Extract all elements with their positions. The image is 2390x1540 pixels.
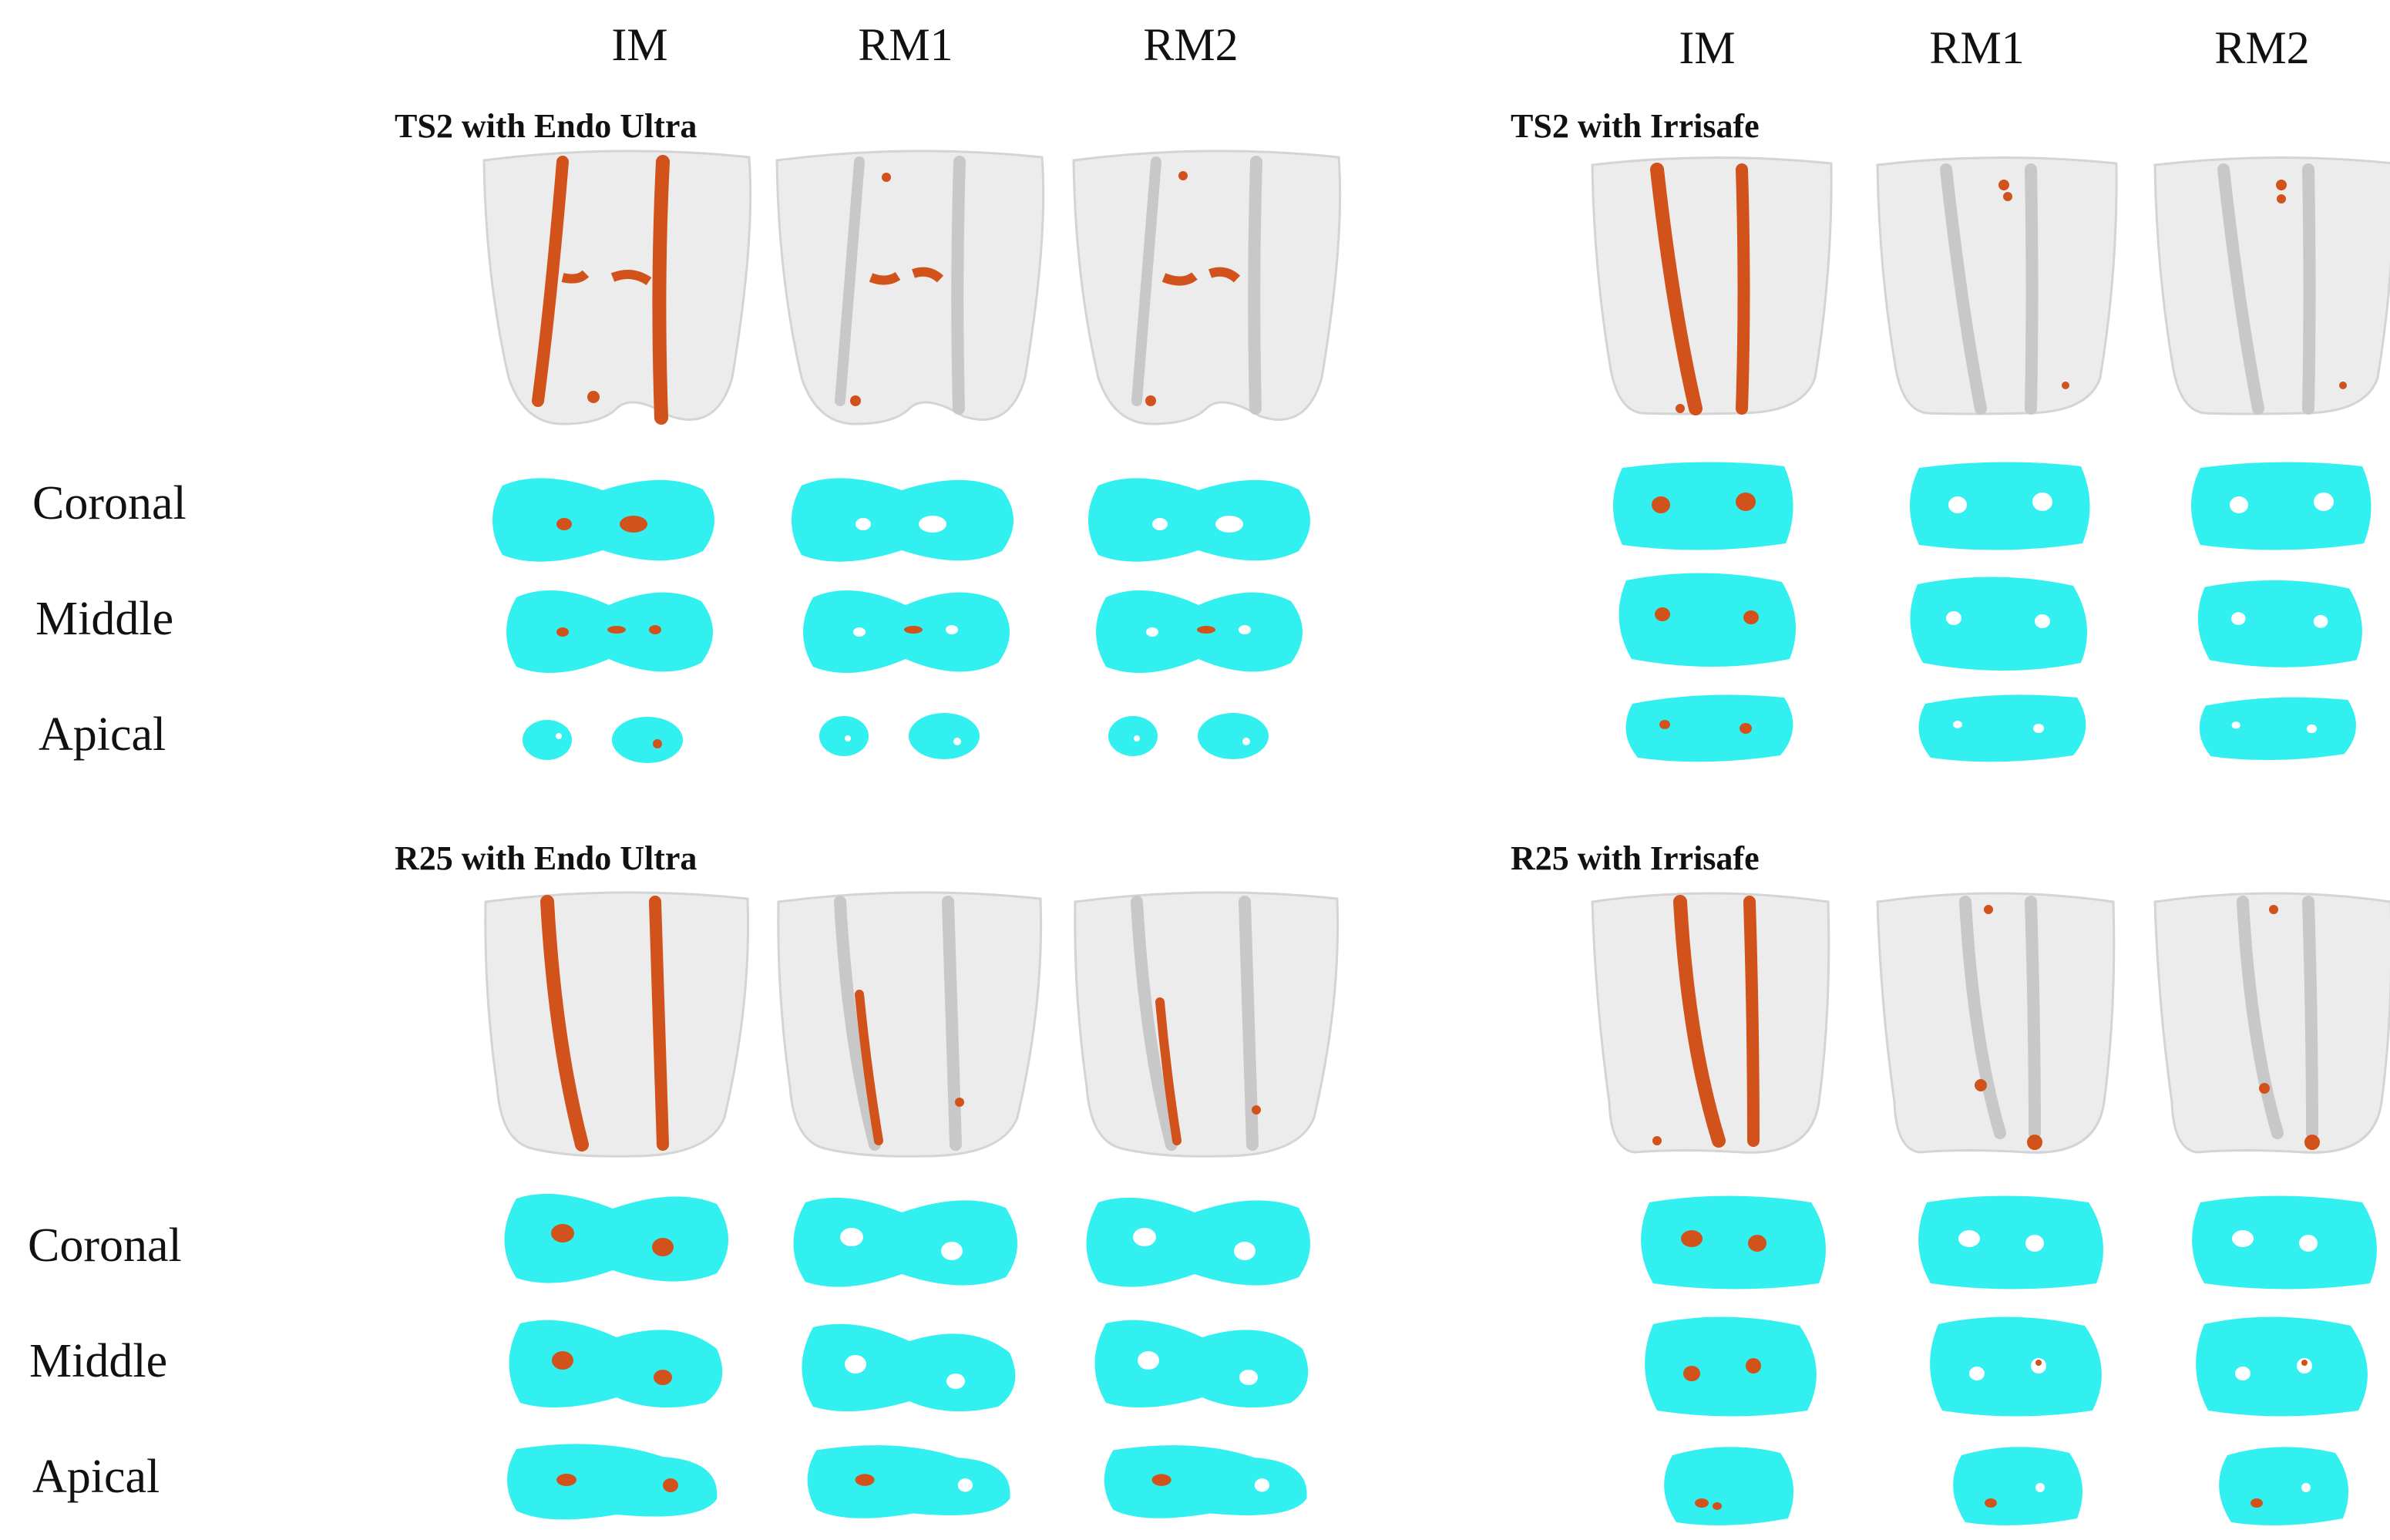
tooth-render-r25-endo-ultra-rm2	[1074, 891, 1340, 1158]
section-r25-endo-ultra-im-apical	[507, 1444, 718, 1520]
section-ts2-endo-ultra-rm1-middle	[803, 590, 1010, 673]
section-r25-endo-ultra-rm2-coronal	[1086, 1197, 1310, 1287]
section-r25-endo-ultra-rm1-coronal	[793, 1197, 1017, 1287]
panel-title-r25-irrisafe: R25 with Irrisafe	[1511, 839, 1760, 877]
section-ts2-irrisafe-rm1-middle	[1910, 577, 2087, 671]
section-r25-irrisafe-im-apical	[1664, 1447, 1794, 1525]
section-ts2-irrisafe-im-coronal	[1613, 462, 1793, 550]
section-r25-endo-ultra-rm1-apical	[807, 1445, 1010, 1518]
section-r25-irrisafe-rm2-coronal	[2192, 1195, 2377, 1289]
section-ts2-endo-ultra-im-coronal	[492, 478, 714, 562]
section-r25-endo-ultra-rm2-middle	[1094, 1320, 1309, 1408]
section-ts2-endo-ultra-rm2-middle	[1096, 590, 1303, 673]
section-r25-irrisafe-rm2-apical	[2219, 1447, 2349, 1525]
section-ts2-endo-ultra-im-apical	[523, 717, 683, 763]
section-ts2-irrisafe-rm1-coronal	[1910, 462, 2090, 550]
row-label-middle-top: Middle	[35, 593, 174, 645]
section-ts2-endo-ultra-im-middle	[506, 590, 713, 673]
section-r25-endo-ultra-im-middle	[509, 1320, 723, 1408]
section-r25-endo-ultra-rm2-apical	[1104, 1445, 1307, 1518]
column-header-right-rm1: RM1	[1929, 22, 2025, 73]
section-ts2-irrisafe-im-middle	[1619, 573, 1796, 667]
section-r25-endo-ultra-rm1-middle	[802, 1323, 1016, 1412]
tooth-render-ts2-irrisafe-rm2	[2153, 156, 2390, 415]
section-ts2-irrisafe-rm2-apical	[2199, 697, 2356, 761]
tooth-render-r25-irrisafe-im	[1591, 892, 1830, 1154]
section-ts2-irrisafe-rm1-apical	[1918, 694, 2086, 762]
tooth-render-ts2-endo-ultra-rm2	[1072, 150, 1342, 425]
section-r25-irrisafe-rm1-middle	[1930, 1316, 2102, 1417]
tooth-render-ts2-endo-ultra-im	[482, 150, 752, 425]
column-header-left-im: IM	[611, 19, 668, 70]
section-ts2-endo-ultra-rm2-apical	[1108, 713, 1269, 759]
section-ts2-irrisafe-rm2-coronal	[2191, 462, 2372, 550]
row-label-coronal-top: Coronal	[32, 477, 187, 530]
section-r25-irrisafe-im-middle	[1645, 1316, 1817, 1417]
section-ts2-endo-ultra-rm2-coronal	[1088, 478, 1310, 562]
section-r25-irrisafe-rm2-middle	[2196, 1316, 2368, 1417]
section-ts2-endo-ultra-rm1-coronal	[792, 478, 1013, 562]
row-label-coronal-bottom: Coronal	[28, 1219, 182, 1272]
column-header-right-im: IM	[1679, 22, 1736, 73]
tooth-render-ts2-irrisafe-rm1	[1876, 156, 2118, 415]
tooth-render-r25-endo-ultra-im	[484, 891, 750, 1158]
tooth-render-r25-irrisafe-rm2	[2153, 892, 2390, 1154]
column-header-left-rm2: RM2	[1143, 19, 1239, 70]
row-label-apical-top: Apical	[39, 708, 166, 761]
row-label-apical-bottom: Apical	[32, 1451, 160, 1503]
section-r25-irrisafe-im-coronal	[1641, 1195, 1826, 1289]
section-ts2-endo-ultra-rm1-apical	[819, 713, 980, 759]
tooth-render-r25-endo-ultra-rm1	[777, 891, 1043, 1158]
tooth-render-ts2-irrisafe-im	[1591, 156, 1833, 415]
panel-title-ts2-irrisafe: TS2 with Irrisafe	[1511, 107, 1760, 145]
section-r25-irrisafe-rm1-coronal	[1918, 1195, 2103, 1289]
tooth-render-ts2-endo-ultra-rm1	[775, 150, 1045, 425]
panel-title-ts2-endo-ultra: TS2 with Endo Ultra	[395, 107, 698, 145]
section-r25-endo-ultra-im-coronal	[504, 1193, 728, 1283]
tooth-render-r25-irrisafe-rm1	[1876, 892, 2116, 1154]
column-header-left-rm1: RM1	[858, 19, 953, 70]
column-header-right-rm2: RM2	[2214, 22, 2310, 73]
panel-title-r25-endo-ultra: R25 with Endo Ultra	[395, 839, 698, 877]
section-r25-irrisafe-rm1-apical	[1953, 1447, 2083, 1525]
section-ts2-irrisafe-rm2-middle	[2197, 580, 2362, 667]
row-label-middle-bottom: Middle	[29, 1335, 168, 1387]
section-ts2-irrisafe-im-apical	[1625, 694, 1793, 762]
